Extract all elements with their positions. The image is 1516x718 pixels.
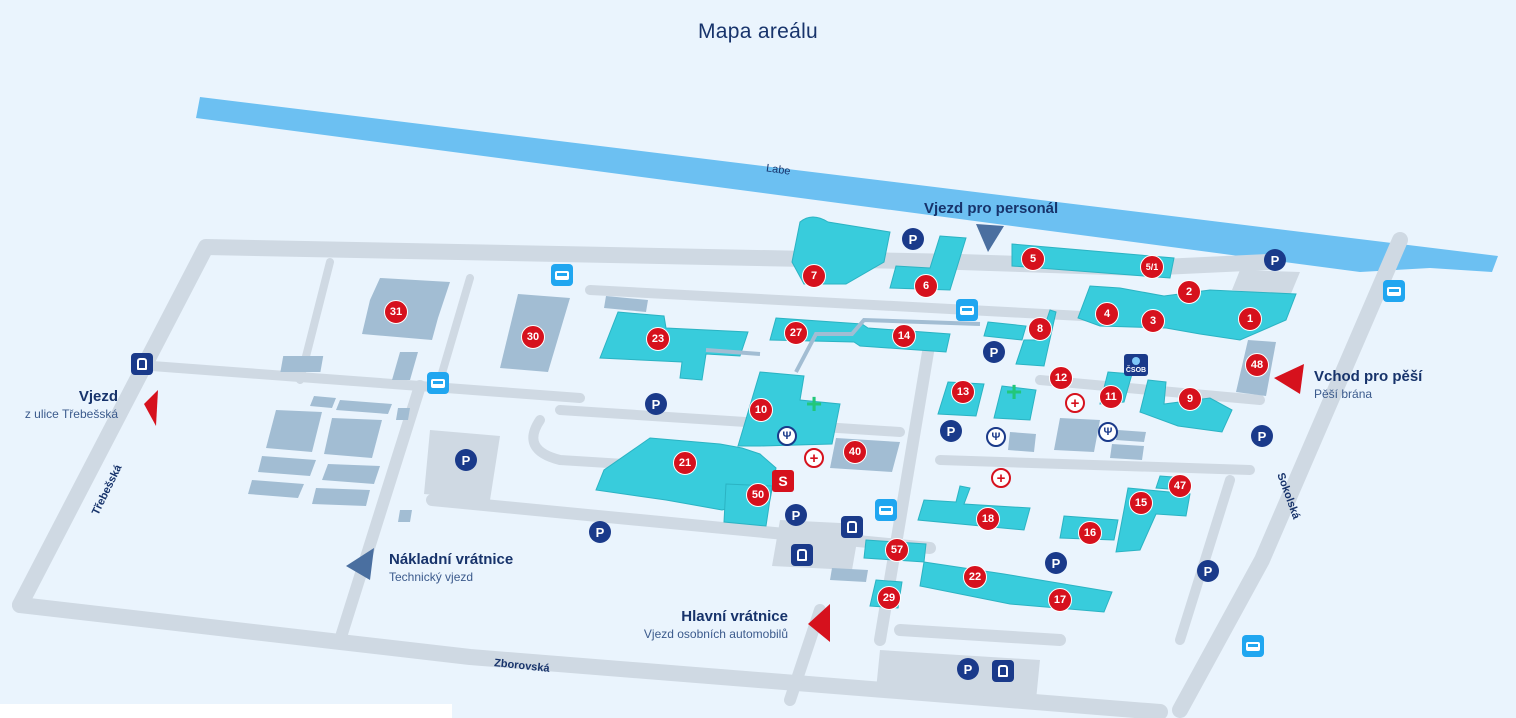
bank-icon[interactable]: S: [772, 470, 794, 492]
bus-stop-icon[interactable]: [1383, 280, 1405, 302]
first-aid-icon[interactable]: +: [1065, 393, 1085, 413]
parking-icon[interactable]: P: [957, 658, 979, 680]
ticket-machine-icon[interactable]: [791, 544, 813, 566]
building-marker[interactable]: 31: [384, 300, 408, 324]
restaurant-icon[interactable]: Ψ: [986, 427, 1006, 447]
entrance-vjezd-title: Vjezd: [78, 388, 118, 405]
building-marker[interactable]: 11: [1099, 385, 1123, 409]
ticket-machine-icon[interactable]: [992, 660, 1014, 682]
building-marker[interactable]: 8: [1028, 317, 1052, 341]
entrance-nakladni-subtitle: Technický vjezd: [389, 570, 474, 584]
ticket-machine-icon[interactable]: [841, 516, 863, 538]
parking-icon[interactable]: P: [785, 504, 807, 526]
parking-icon[interactable]: P: [455, 449, 477, 471]
building-marker[interactable]: 22: [963, 565, 987, 589]
arrow-pesi: [1274, 364, 1304, 394]
parking-icon[interactable]: P: [902, 228, 924, 250]
entrance-pesi[interactable]: Vchod pro pěší Pěší brána: [1314, 368, 1422, 401]
restaurant-icon[interactable]: Ψ: [1098, 422, 1118, 442]
bus-stop-icon[interactable]: [956, 299, 978, 321]
parking-icon[interactable]: P: [645, 393, 667, 415]
building-marker[interactable]: 6: [914, 274, 938, 298]
building-marker[interactable]: 21: [673, 451, 697, 475]
bus-stop-icon[interactable]: [551, 264, 573, 286]
building-marker[interactable]: 50: [746, 483, 770, 507]
building-marker[interactable]: 18: [976, 507, 1000, 531]
building-marker[interactable]: 14: [892, 324, 916, 348]
parking-icon[interactable]: P: [589, 521, 611, 543]
entrance-pesi-subtitle: Pěší brána: [1314, 387, 1373, 401]
building-marker[interactable]: 15: [1129, 491, 1153, 515]
entrance-nakladni-title: Nákladní vrátnice: [389, 551, 514, 568]
entrance-nakladni[interactable]: Nákladní vrátnice Technický vjezd: [389, 551, 513, 584]
pharmacy-icon[interactable]: +: [1005, 376, 1023, 407]
arrow-personal: [976, 224, 1004, 252]
parking-icon[interactable]: P: [1197, 560, 1219, 582]
building-marker[interactable]: 47: [1168, 474, 1192, 498]
building-marker[interactable]: 57: [885, 538, 909, 562]
building-marker[interactable]: 48: [1245, 353, 1269, 377]
entrance-personal[interactable]: Vjezd pro personál: [924, 200, 1058, 217]
entrance-hlavni[interactable]: Hlavní vrátnice Vjezd osobních automobil…: [600, 608, 788, 641]
building-marker[interactable]: 29: [877, 586, 901, 610]
building-marker[interactable]: 5/1: [1140, 255, 1164, 279]
river-labe: [196, 97, 1498, 272]
arrow-vjezd: [144, 390, 158, 426]
parking-icon[interactable]: P: [940, 420, 962, 442]
first-aid-icon[interactable]: +: [991, 468, 1011, 488]
building-marker[interactable]: 16: [1078, 521, 1102, 545]
arrow-hlavni: [808, 604, 830, 642]
building-marker[interactable]: 3: [1141, 309, 1165, 333]
building-marker[interactable]: 9: [1178, 387, 1202, 411]
pharmacy-icon[interactable]: +: [805, 388, 823, 419]
entrance-personal-title: Vjezd pro personál: [924, 200, 1059, 217]
entrance-hlavni-title: Hlavní vrátnice: [681, 608, 788, 625]
building-marker[interactable]: 27: [784, 321, 808, 345]
building-marker[interactable]: 12: [1049, 366, 1073, 390]
entrance-hlavni-subtitle: Vjezd osobních automobilů: [643, 627, 788, 641]
building-marker[interactable]: 40: [843, 440, 867, 464]
building-marker[interactable]: 17: [1048, 588, 1072, 612]
footer-strip: [0, 704, 452, 718]
parking-icon[interactable]: P: [983, 341, 1005, 363]
first-aid-icon[interactable]: +: [804, 448, 824, 468]
entrance-pesi-title: Vchod pro pěší: [1314, 368, 1423, 385]
walkways: [705, 317, 981, 373]
parking-icon[interactable]: P: [1264, 249, 1286, 271]
building-marker[interactable]: 13: [951, 380, 975, 404]
building-marker[interactable]: 5: [1021, 247, 1045, 271]
csob-atm-icon[interactable]: ČSOB: [1124, 354, 1148, 376]
page-title: Mapa areálu: [697, 20, 819, 43]
entrance-vjezd[interactable]: Vjezd z ulice Třebešská: [0, 388, 118, 421]
bus-stop-icon[interactable]: [875, 499, 897, 521]
building-marker[interactable]: 7: [802, 264, 826, 288]
building-marker[interactable]: 2: [1177, 280, 1201, 304]
bus-stop-icon[interactable]: [427, 372, 449, 394]
parking-icon[interactable]: P: [1251, 425, 1273, 447]
building-marker[interactable]: 4: [1095, 302, 1119, 326]
building-marker[interactable]: 30: [521, 325, 545, 349]
building-marker[interactable]: 10: [749, 398, 773, 422]
parking-icon[interactable]: P: [1045, 552, 1067, 574]
building-marker[interactable]: 1: [1238, 307, 1262, 331]
bus-stop-icon[interactable]: [1242, 635, 1264, 657]
building-marker[interactable]: 23: [646, 327, 670, 351]
entrance-vjezd-subtitle: z ulice Třebešská: [24, 407, 118, 421]
restaurant-icon[interactable]: Ψ: [777, 426, 797, 446]
arrow-nakladni: [346, 548, 374, 580]
ticket-machine-icon[interactable]: [131, 353, 153, 375]
